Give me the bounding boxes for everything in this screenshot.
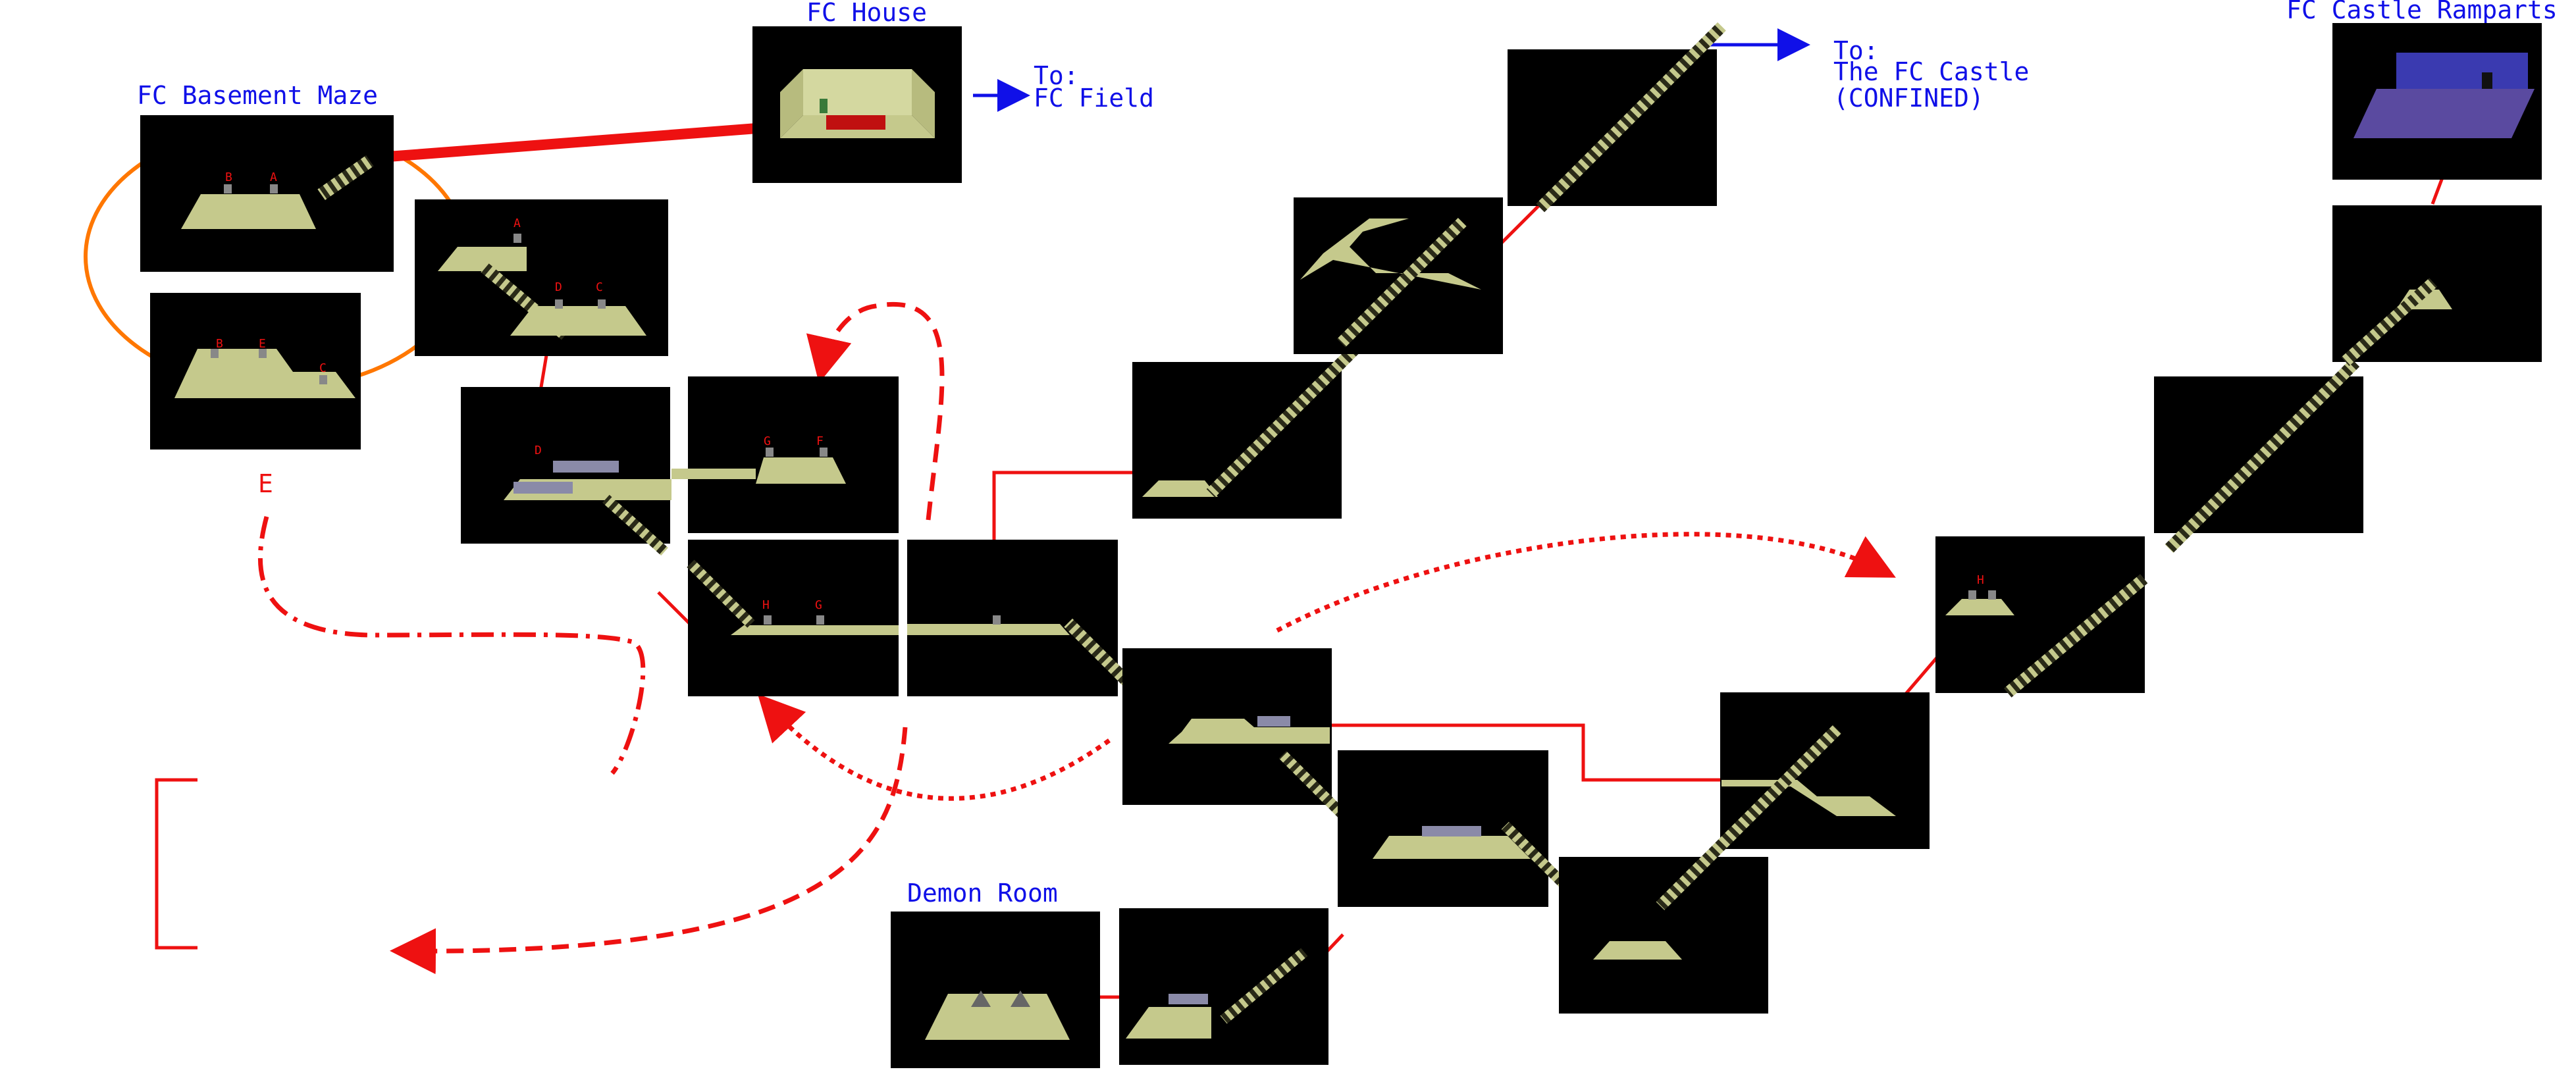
label-fc-basement-maze: FC Basement Maze xyxy=(137,81,378,110)
room-basement-3[interactable] xyxy=(415,199,668,356)
exit-field-dest: FC Field xyxy=(1034,84,1154,113)
label-fc-castle-ramparts: FC Castle Ramparts xyxy=(2286,0,2558,24)
room-demon[interactable] xyxy=(891,912,1100,1068)
room-stairs-1[interactable] xyxy=(1132,330,1373,519)
marker-e: E xyxy=(259,337,266,351)
link-basement-house xyxy=(388,123,758,162)
room-basement-1[interactable] xyxy=(140,115,394,272)
marker-c-2: C xyxy=(596,280,603,294)
room-drop[interactable] xyxy=(1122,648,1347,819)
exit-castle-to: To: xyxy=(1833,36,1879,65)
room-center[interactable] xyxy=(907,540,1143,697)
room-ramparts[interactable] xyxy=(2332,23,2542,180)
marker-c: C xyxy=(319,361,327,375)
label-demon-room: Demon Room xyxy=(907,879,1058,908)
marker-b: B xyxy=(225,170,232,184)
marker-a: A xyxy=(270,170,277,184)
room-stairs-2[interactable] xyxy=(1294,197,1503,354)
marker-f: F xyxy=(816,434,824,448)
exit-castle-note: (CONFINED) xyxy=(1833,84,1984,113)
room-g-f[interactable] xyxy=(671,376,899,533)
room-lower-mid[interactable] xyxy=(1338,750,1593,913)
connections xyxy=(84,28,2444,999)
marker-d: D xyxy=(555,280,562,294)
warp-dot-1 xyxy=(757,694,1111,801)
warp-dot-2 xyxy=(1276,532,1896,633)
warp-e-e xyxy=(257,516,646,775)
room-basement-2[interactable] xyxy=(150,293,361,450)
marker-b-2: B xyxy=(216,337,223,351)
marker-g-2: G xyxy=(815,598,822,612)
warp-f-f xyxy=(390,727,908,975)
warp-g-f xyxy=(806,302,945,521)
room-v-bottom[interactable] xyxy=(1559,857,1768,1014)
marker-g: G xyxy=(764,434,771,448)
marker-h-2: H xyxy=(1977,573,1984,587)
room-rise-1[interactable] xyxy=(1656,692,1930,910)
room-h[interactable] xyxy=(1935,536,2148,698)
marker-a-2: A xyxy=(513,217,521,230)
room-top-stairs[interactable] xyxy=(1508,22,1726,213)
marker-h: H xyxy=(762,598,770,612)
room-h-g[interactable] xyxy=(687,540,899,696)
room-bottom-stairs[interactable] xyxy=(1119,908,1328,1065)
room-d[interactable] xyxy=(461,387,671,556)
exit-field-to: To: xyxy=(1034,61,1079,90)
room-fc-house[interactable] xyxy=(752,26,962,183)
marker-d-2: D xyxy=(535,444,542,457)
room-rise-2[interactable] xyxy=(2154,358,2363,553)
label-fc-house: FC House xyxy=(806,0,927,27)
marker-e-big: E xyxy=(258,469,273,498)
room-rise-3[interactable] xyxy=(2332,205,2542,367)
exit-castle-dest: The FC Castle xyxy=(1833,57,2029,86)
